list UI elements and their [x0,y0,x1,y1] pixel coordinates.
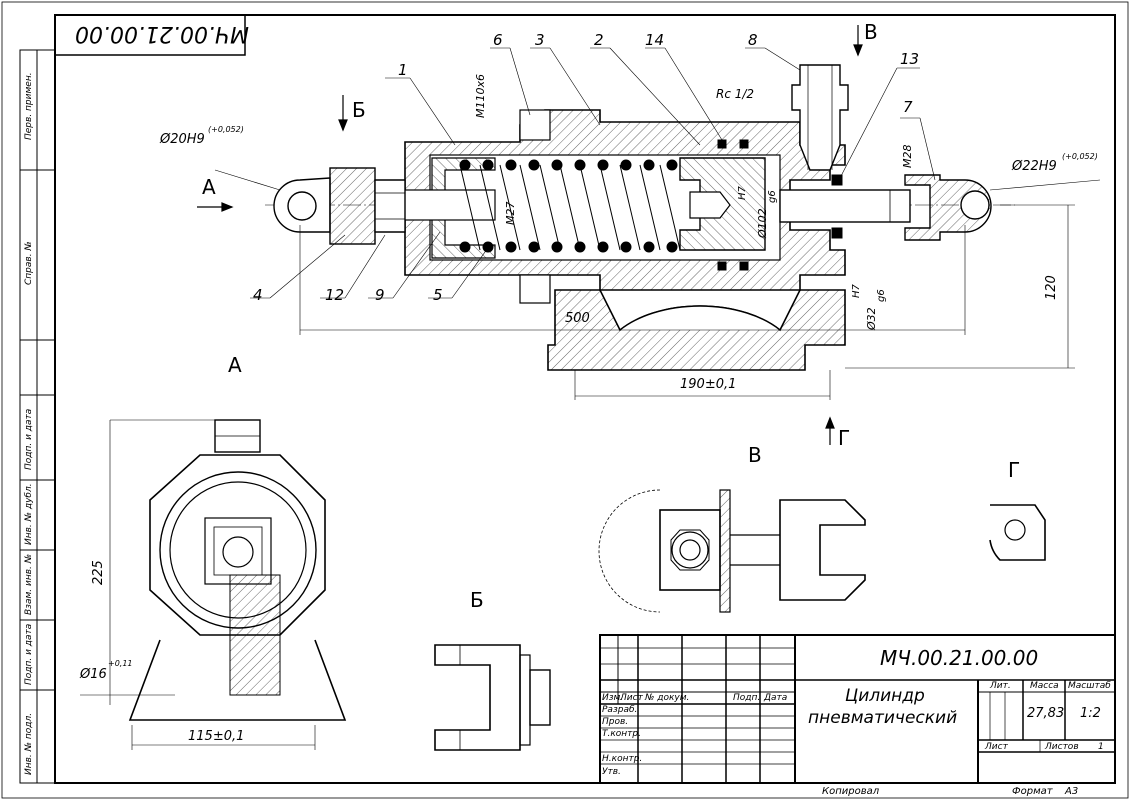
view-v [598,489,866,613]
balloon-6: 6 [493,31,503,49]
balloon-13: 13 [900,50,920,68]
role-approved: Утв. [602,767,621,777]
dimension-lines [214,47,1101,400]
dim-d32-fit-top: H7 [851,284,862,298]
view-v-label: В [748,443,762,467]
dim-h225: 225 [91,560,106,585]
balloon-1: 1 [398,61,408,79]
header-lit: Лит. [990,681,1011,691]
dim-d16-tol: +0,11 [108,659,133,668]
main-section-view [265,64,1015,371]
arrow-a-label: А [202,175,216,199]
dim-d102: Ø102 [756,208,769,238]
dim-d22-tol: (+0,052) [1062,152,1098,161]
view-a [80,419,347,750]
row-header-izm: Изм. [602,693,624,703]
view-g [989,504,1046,561]
side-label-dup-inv: Инв. № дубл. [24,483,34,545]
view-arrows [197,25,863,445]
balloon-12: 12 [325,286,345,304]
title-name-line1: Цилиндр [845,686,925,706]
row-header-date: Дата [764,693,788,703]
sheets-label: Листов [1045,742,1079,752]
view-b-label: Б [470,588,484,612]
balloon-5: 5 [433,286,443,304]
sheets-value: 1 [1098,742,1104,752]
balloon-14: 14 [645,31,665,49]
dim-d102-fit-top: H7 [737,186,748,200]
role-tech-control: Т.контр. [602,729,642,739]
dim-h120: 120 [1044,275,1059,300]
dim-d20: Ø20H9 [160,132,205,147]
role-developer: Разраб. [602,705,638,715]
balloon-2: 2 [594,31,604,49]
header-mass: Масса [1030,681,1059,691]
dim-d16: Ø16 [80,667,107,682]
side-label-sign-date-1: Подп. и дата [24,408,34,470]
view-b [434,644,551,751]
value-mass: 27,83 [1027,706,1065,721]
spring [459,159,681,253]
row-header-doc: № докум. [645,693,690,703]
dim-len190: 190±0,1 [680,377,737,392]
dim-len500: 500 [565,311,590,326]
dim-m28: M28 [901,144,914,169]
balloon-3: 3 [535,31,545,49]
dim-d32-fit-bot: g6 [876,289,887,302]
dim-d20-tol: (+0,052) [208,125,244,134]
format-value: А3 [1065,786,1079,797]
arrow-b-label: Б [352,98,366,122]
view-a-label: А [228,353,242,377]
dim-d102-fit-bot: g6 [767,190,778,203]
value-scale: 1:2 [1080,706,1101,721]
role-norm-control: Н.контр. [602,754,643,764]
balloon-8: 8 [748,31,758,49]
copied-label: Копировал [822,786,880,797]
format-label: Формат [1012,786,1053,797]
dim-m110: M110x6 [474,74,487,118]
view-g-label: Г [1008,458,1021,482]
dim-rc: Rc 1/2 [716,87,755,101]
side-label-ref-no: Справ. № [24,241,34,285]
stamp-designation: МЧ.00.21.00.00 [75,21,250,46]
row-header-list: Лист [620,693,643,703]
role-checker: Пров. [602,717,629,727]
balloon-4: 4 [253,286,263,304]
arrow-v-label: В [864,20,878,44]
dim-m27: M27 [504,201,517,226]
title-name-line2: пневматический [808,708,958,728]
side-label-orig-inv: Инв. № подл. [24,712,34,775]
side-label-sign-date-2: Подп. и дата [24,623,34,685]
side-label-first-use: Перв. примен. [24,72,34,140]
dim-d22: Ø22H9 [1012,159,1057,174]
balloon-9: 9 [375,286,385,304]
dim-w115: 115±0,1 [188,729,245,744]
title-designation: МЧ.00.21.00.00 [880,646,1039,670]
row-header-sign: Подп. [733,693,761,703]
balloon-7: 7 [903,98,913,116]
arrow-g-label: Г [838,426,851,450]
title-block-lines [599,634,1116,784]
sheet-label: Лист [985,742,1008,752]
header-scale: Масштаб [1068,681,1111,691]
side-label-replace-inv: Взам. инв. № [24,553,34,615]
dim-d32: Ø32 [865,307,878,330]
